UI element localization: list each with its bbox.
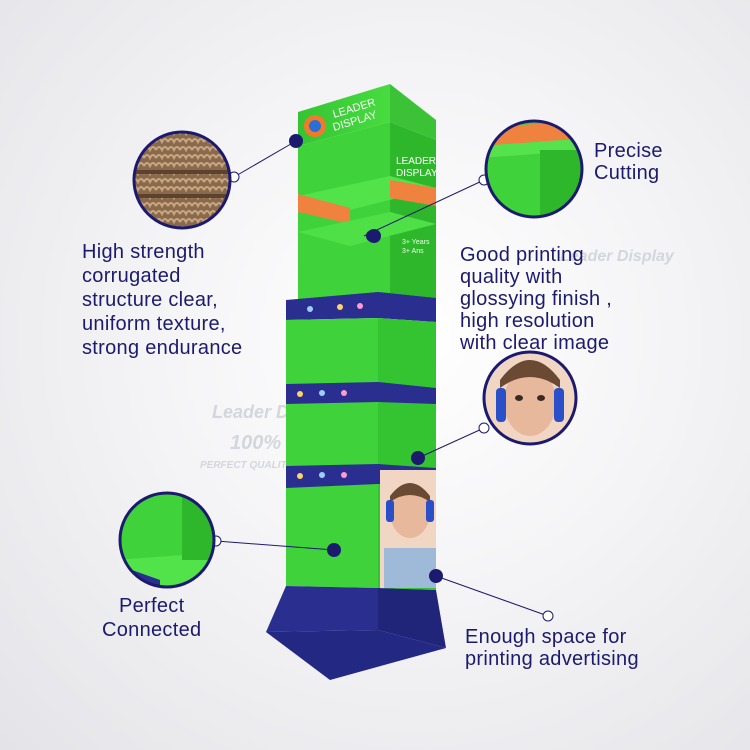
lower-tower xyxy=(286,318,436,590)
age-label-line1: 3+ Years xyxy=(402,239,430,246)
callout-precise-cutting: Precise Cutting xyxy=(594,140,663,184)
watermark-brand-right: Leader Display xyxy=(560,248,674,265)
connector-lines xyxy=(215,140,549,617)
blue-band-top xyxy=(286,292,436,322)
callout-advertising-space: Enough space for printing advertising xyxy=(465,626,639,670)
header-sign xyxy=(298,84,436,146)
detail-corrugated xyxy=(132,130,232,230)
base xyxy=(266,586,446,680)
detail-printing-face xyxy=(482,350,578,446)
age-label-line2: 3+ Ans xyxy=(402,248,424,255)
callout-printing-quality: Good printing quality with glossying fin… xyxy=(460,244,613,354)
detail-perfect-connected xyxy=(118,491,216,589)
callout-perfect-connected: Perfect Connected xyxy=(102,595,202,641)
upper-tower xyxy=(298,122,436,310)
shelf-brand-line1: LEADER xyxy=(396,156,436,167)
callout-corrugated-structure: High strength corrugated structure clear… xyxy=(82,241,243,359)
shelf-brand-line2: DISPLAY xyxy=(396,168,438,179)
detail-precise-cutting xyxy=(484,119,584,219)
connector-dots xyxy=(289,134,443,583)
